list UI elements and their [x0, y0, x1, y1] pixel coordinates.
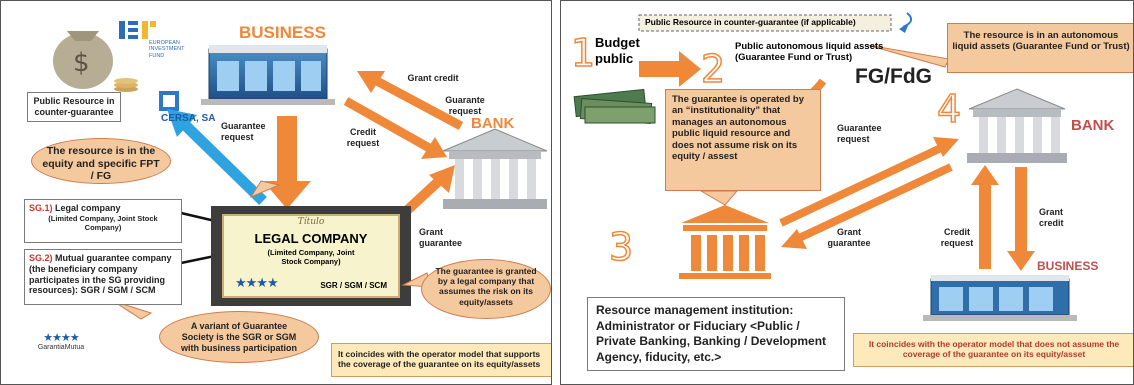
- step-3-number: 3: [608, 224, 634, 270]
- public-assets-label: Public autonomous liquid assets (Guarant…: [735, 41, 884, 64]
- step-1-number: 1: [570, 30, 596, 76]
- eif-line-1: EUROPEAN: [149, 40, 180, 46]
- cersa-label: CERSA, SA: [161, 113, 216, 124]
- banner-box: [638, 14, 892, 32]
- sg2-box: SG.2) Mutual guarantee company (the bene…: [24, 249, 182, 305]
- institution-building-icon: [679, 205, 771, 279]
- budget-label: Budget public: [595, 35, 640, 67]
- left-arrows: $: [53, 21, 548, 320]
- money-bag-icon: $: [53, 31, 138, 92]
- left-panel: $: [0, 0, 552, 385]
- certificate-subtitle: (Limited Company, Joint Stock Company): [267, 248, 355, 266]
- certificate-title: LEGAL COMPANY: [254, 231, 368, 246]
- sg2-prefix: SG.2): [29, 253, 53, 263]
- banner-label: Public Resource in counter-guarantee (if…: [645, 17, 856, 27]
- credit-request-right-label: Credit request: [940, 227, 974, 248]
- eif-logo-icon: [119, 21, 156, 39]
- eif-label: EUROPEAN INVESTMENT FUND: [149, 40, 184, 59]
- business-building-icon: [201, 45, 335, 105]
- fg-fdg-label: FG/FdG: [855, 65, 932, 88]
- business-right-label: BUSINESS: [1037, 259, 1099, 273]
- credit-request-label: Credit request: [346, 127, 380, 148]
- bank-building-right-icon: [967, 88, 1067, 163]
- eif-line-3: FUND: [149, 52, 165, 59]
- sg1-box: SG.1) Legal company (Limited Company, Jo…: [24, 199, 182, 243]
- money-stack-icon: [573, 88, 656, 124]
- business-label: BUSINESS: [239, 23, 326, 42]
- svg-text:$: $: [73, 48, 90, 78]
- left-footer: It coincides with the operator model tha…: [331, 343, 551, 377]
- blue-arrow: [167, 109, 267, 205]
- bank-business-arrows: [343, 71, 464, 159]
- guarantee-request-left-label: Guarantee request: [221, 121, 266, 142]
- right-arrows: [573, 12, 1077, 321]
- business-building-right-icon: [923, 275, 1077, 321]
- bank-building-icon: [442, 128, 548, 209]
- guarantee-request-right-label: Guarantee request: [837, 123, 882, 144]
- eif-line-2: INVESTMENT: [149, 46, 185, 53]
- resource-autonomous-note: The resource is in an autonomous liquid …: [947, 23, 1133, 73]
- certificate-code: SGR / SGM / SCM: [320, 281, 387, 290]
- cersa-logo-icon: [159, 91, 179, 111]
- equity-bubble: The resource is in the equity and specif…: [31, 138, 171, 184]
- garantia-people-icon: ★★★★: [235, 275, 279, 290]
- grant-guarantee-right-label: Grant guarantee: [827, 227, 871, 248]
- step-4-number: 4: [936, 86, 962, 132]
- bank-label: BANK: [471, 115, 515, 132]
- certificate-script: Título: [297, 217, 325, 227]
- grant-credit-label: Grant credit: [407, 73, 459, 83]
- garantia-logo: ★★★★ GarantiaMutua: [31, 331, 91, 351]
- public-resource-note: Public Resource in counter-guarantee: [27, 92, 121, 122]
- institution-box: Resource management institution: Adminis…: [587, 297, 845, 371]
- granted-bubble: The guarantee is granted by a legal comp…: [421, 259, 551, 319]
- grant-credit-right-label: Grant credit: [1039, 207, 1064, 228]
- garantia-logo-text: GarantiaMutua: [37, 344, 85, 351]
- right-footer: It coincides with the operator model tha…: [853, 333, 1133, 367]
- right-panel: Public Resource in counter-guarantee (if…: [560, 0, 1134, 385]
- sg1-prefix: SG.1): [29, 203, 53, 213]
- operated-note: The guarantee is operated by an “institu…: [665, 89, 821, 191]
- grant-guarantee-label: Grant guarantee: [419, 227, 463, 248]
- guarantee-request-top-label: Guarante request: [445, 95, 485, 116]
- variant-bubble: A variant of Guarantee Society is the SG…: [159, 311, 319, 363]
- step-2-number: 2: [700, 46, 726, 92]
- garantia-stars-icon: ★★★★: [43, 332, 79, 344]
- budget-arrow: [639, 51, 701, 87]
- sg2-text: Mutual guarantee company (the beneficiar…: [29, 253, 172, 296]
- sg1-detail: (Limited Company, Joint Stock Company): [48, 213, 158, 232]
- sg1-title: Legal company: [55, 203, 121, 213]
- bank-business-vertical-arrows: [971, 165, 1035, 271]
- institution-bank-arrows: [779, 137, 959, 249]
- bank-right-label: BANK: [1071, 117, 1115, 134]
- certificate: Título LEGAL COMPANY (Limited Company, J…: [223, 215, 399, 297]
